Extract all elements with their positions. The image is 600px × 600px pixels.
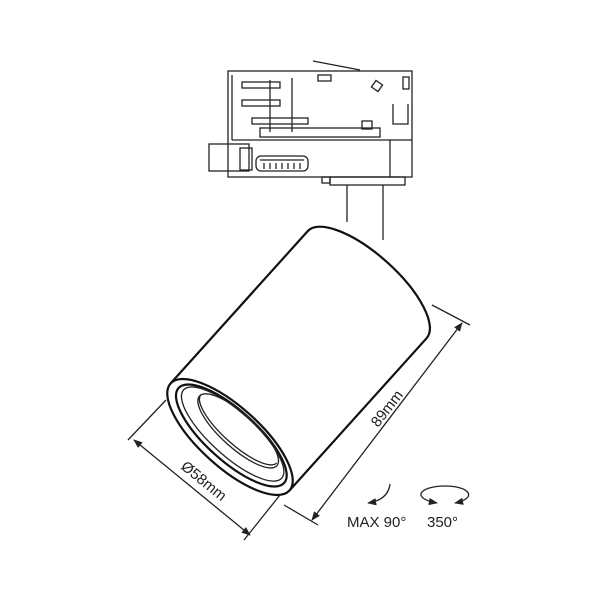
tilt-indicator: MAX 90° (347, 483, 406, 531)
rotate-arrow-icon (420, 485, 470, 506)
tilt-arrow-icon (367, 483, 391, 506)
spotlight-body (166, 225, 431, 497)
mount-stem (346, 185, 384, 240)
rotate-indicator: 350° (420, 485, 470, 531)
track-adapter (208, 60, 413, 186)
rotate-label: 350° (427, 514, 458, 531)
tilt-label: MAX 90° (347, 514, 406, 531)
